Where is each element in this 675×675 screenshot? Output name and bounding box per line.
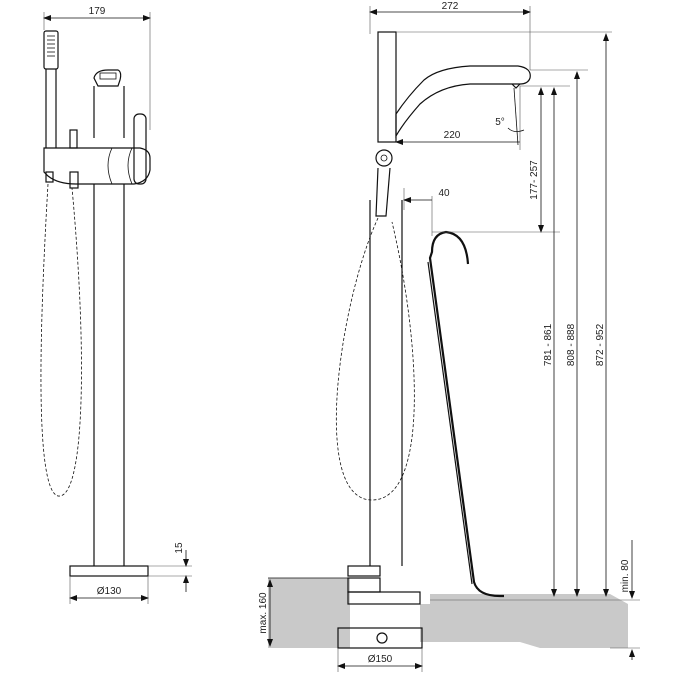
dim-min-depth: min. 80 xyxy=(620,559,631,592)
dim-height-total: 872 - 952 xyxy=(595,323,606,366)
dim-left-base-height: 15 xyxy=(174,542,185,554)
spout-icon xyxy=(395,65,531,139)
hand-shower-icon xyxy=(43,30,59,148)
concealed-body xyxy=(337,627,423,649)
base-front xyxy=(347,565,381,577)
hose-front xyxy=(335,217,415,501)
hand-shower-front-icon xyxy=(428,230,504,598)
base-side xyxy=(69,565,149,577)
dim-spout-drop: 177- 257 xyxy=(529,160,540,200)
dim-height-spout-top: 808 - 888 xyxy=(566,323,577,366)
dim-height-outlet: 781 - 861 xyxy=(543,323,554,366)
column-top-front xyxy=(377,31,397,143)
left-view: 179 xyxy=(40,6,192,604)
mixer-body-side xyxy=(43,69,151,189)
hose-left xyxy=(40,183,82,497)
dim-left-base-diameter: Ø130 xyxy=(97,586,122,597)
lever-handle-icon xyxy=(375,149,393,217)
column-side xyxy=(93,184,125,566)
right-view: 272 220 5° 177- 257 40 xyxy=(258,1,640,672)
dim-left-width: 179 xyxy=(89,6,106,17)
dim-spout-reach: 220 xyxy=(444,130,461,141)
dim-right-width: 272 xyxy=(442,1,459,12)
dim-hose-offset: 40 xyxy=(438,188,450,199)
dim-right-base-diameter: Ø150 xyxy=(368,654,393,665)
dim-spout-angle: 5° xyxy=(495,117,505,128)
floor-section xyxy=(268,578,628,648)
dim-max-depth: max. 160 xyxy=(258,592,269,634)
